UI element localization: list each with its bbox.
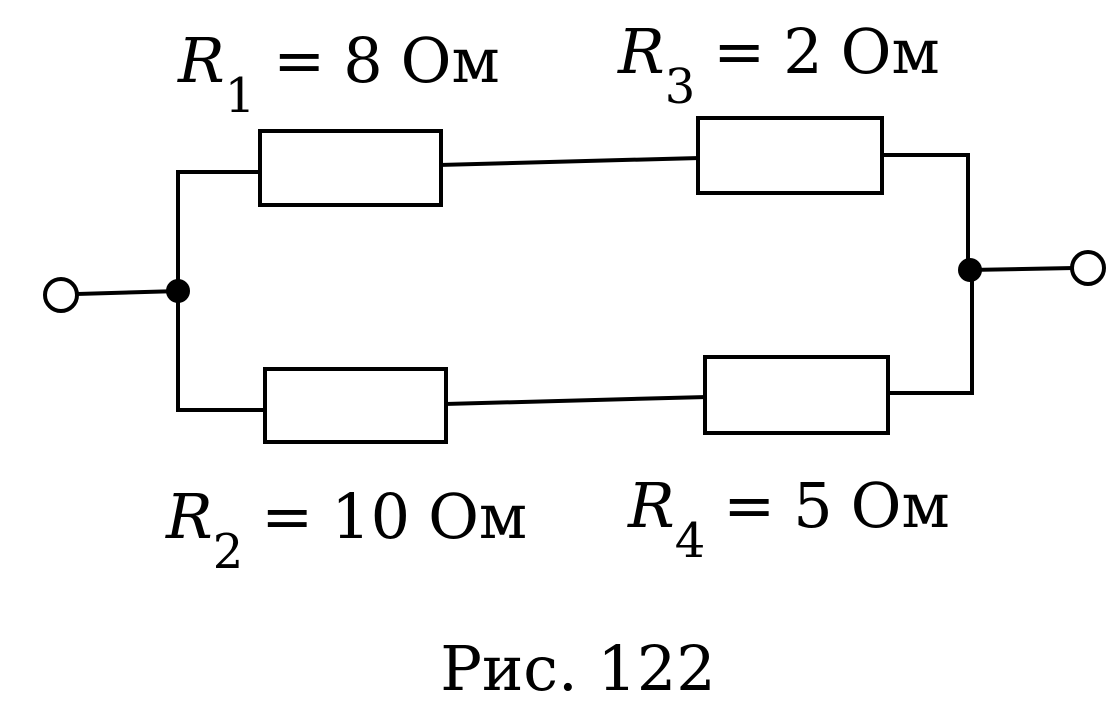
wire-lower-right	[886, 268, 974, 395]
label-r4: R4 =5 Ом	[627, 469, 950, 569]
wire-lower-middle	[443, 394, 708, 407]
label-r1-symbol: R	[177, 24, 225, 97]
label-r3: R3 =2 Ом	[617, 15, 940, 115]
label-r2-unit: Ом	[428, 480, 527, 553]
resistor-r4	[703, 355, 890, 435]
junction-left	[166, 279, 190, 303]
resistor-r2	[263, 367, 448, 444]
junction-right	[958, 258, 982, 282]
label-r2-equals: =	[261, 480, 313, 553]
label-r1: R1 =8 Ом	[177, 24, 500, 124]
wire-lower-left	[176, 289, 267, 412]
wire-input-lead	[75, 288, 181, 297]
label-r2-value: 10	[331, 480, 410, 553]
wire-upper-left	[176, 170, 264, 293]
resistor-r3	[696, 116, 884, 195]
label-r3-symbol: R	[617, 15, 665, 88]
label-r3-value: 2	[783, 15, 822, 88]
label-r2-index: 2	[213, 524, 244, 580]
label-r1-unit: Ом	[401, 24, 500, 97]
label-r3-index: 3	[665, 59, 696, 115]
label-r4-index: 4	[675, 513, 706, 569]
wire-output-lead	[967, 265, 1075, 273]
label-r2-symbol: R	[165, 480, 213, 553]
label-r1-value: 8	[343, 24, 382, 97]
terminal-output	[1070, 250, 1106, 286]
label-r1-index: 1	[225, 68, 256, 124]
label-r3-unit: Ом	[841, 15, 940, 88]
terminal-input	[43, 277, 79, 313]
figure-caption: Рис. 122	[440, 632, 716, 705]
label-r1-equals: =	[273, 24, 325, 97]
label-r3-equals: =	[713, 15, 765, 88]
label-r4-equals: =	[723, 469, 775, 542]
wire-upper-right	[880, 153, 970, 272]
resistor-r1	[258, 129, 443, 207]
label-r4-unit: Ом	[851, 469, 950, 542]
label-r4-symbol: R	[627, 469, 675, 542]
label-r4-value: 5	[793, 469, 832, 542]
wire-upper-middle	[437, 155, 701, 168]
